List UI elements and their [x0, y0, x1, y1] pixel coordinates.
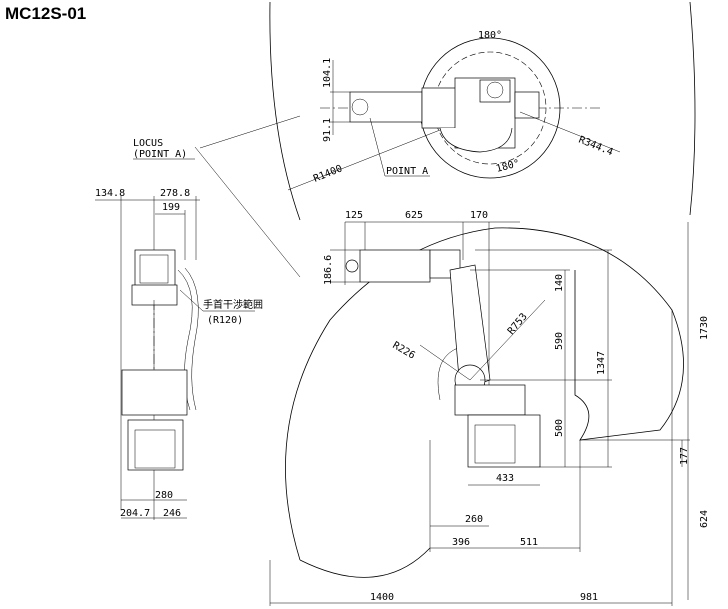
- side-base: [467, 414, 541, 468]
- drawing-title: MC12S-01: [5, 4, 87, 23]
- dim-204-7: 204.7: [120, 508, 150, 519]
- dim-625: 625: [405, 210, 423, 221]
- top-workspace-arc-left: [269, 1, 301, 221]
- side-view: [269, 221, 690, 606]
- radius-r1400: R1400: [312, 163, 344, 184]
- dim-280: 280: [155, 490, 173, 501]
- dim-278-8: 278.8: [160, 188, 190, 199]
- radius-r344-4: R344.4: [577, 135, 615, 159]
- radius-r753: R753: [506, 311, 530, 337]
- front-view: [95, 196, 200, 520]
- locus-label: LOCUS: [133, 138, 163, 149]
- dim-125: 125: [345, 210, 363, 221]
- dim-590: 590: [554, 332, 565, 350]
- front-wrist: [134, 249, 176, 291]
- dim-140: 140: [554, 274, 565, 292]
- locus-point-label: (POINT A): [133, 149, 187, 160]
- dim-134-8: 134.8: [95, 188, 125, 199]
- dim-511: 511: [520, 537, 538, 548]
- dim-246: 246: [163, 508, 181, 519]
- dim-199: 199: [162, 202, 180, 213]
- dim-433: 433: [496, 473, 514, 484]
- dim-1730: 1730: [699, 316, 710, 340]
- dim-170: 170: [470, 210, 488, 221]
- top-angle-label: 180°: [478, 30, 502, 41]
- dim-396: 396: [452, 537, 470, 548]
- dim-981: 981: [580, 592, 598, 603]
- point-a-label: POINT A: [386, 166, 428, 177]
- dim-500: 500: [554, 419, 565, 437]
- front-base: [121, 369, 188, 416]
- dim-1347: 1347: [596, 351, 607, 375]
- dim-177: 177: [679, 447, 690, 465]
- wrist-interference-label: 手首干渉範囲: [203, 298, 263, 311]
- radius-r226: R226: [391, 340, 417, 362]
- dim-1400: 1400: [370, 592, 394, 603]
- top-forearm: [349, 91, 423, 123]
- wrist-radius-label: (R120): [207, 315, 243, 326]
- dim-91-1: 91.1: [322, 118, 333, 142]
- top-workspace-arc-right: [689, 1, 696, 216]
- dim-104-1: 104.1: [322, 58, 333, 88]
- dim-260: 260: [465, 514, 483, 525]
- side-forearm: [359, 249, 431, 283]
- side-workspace-arc: [285, 227, 684, 561]
- top-view: [199, 1, 696, 221]
- dim-624: 624: [699, 510, 710, 528]
- dim-186-6: 186.6: [323, 255, 334, 285]
